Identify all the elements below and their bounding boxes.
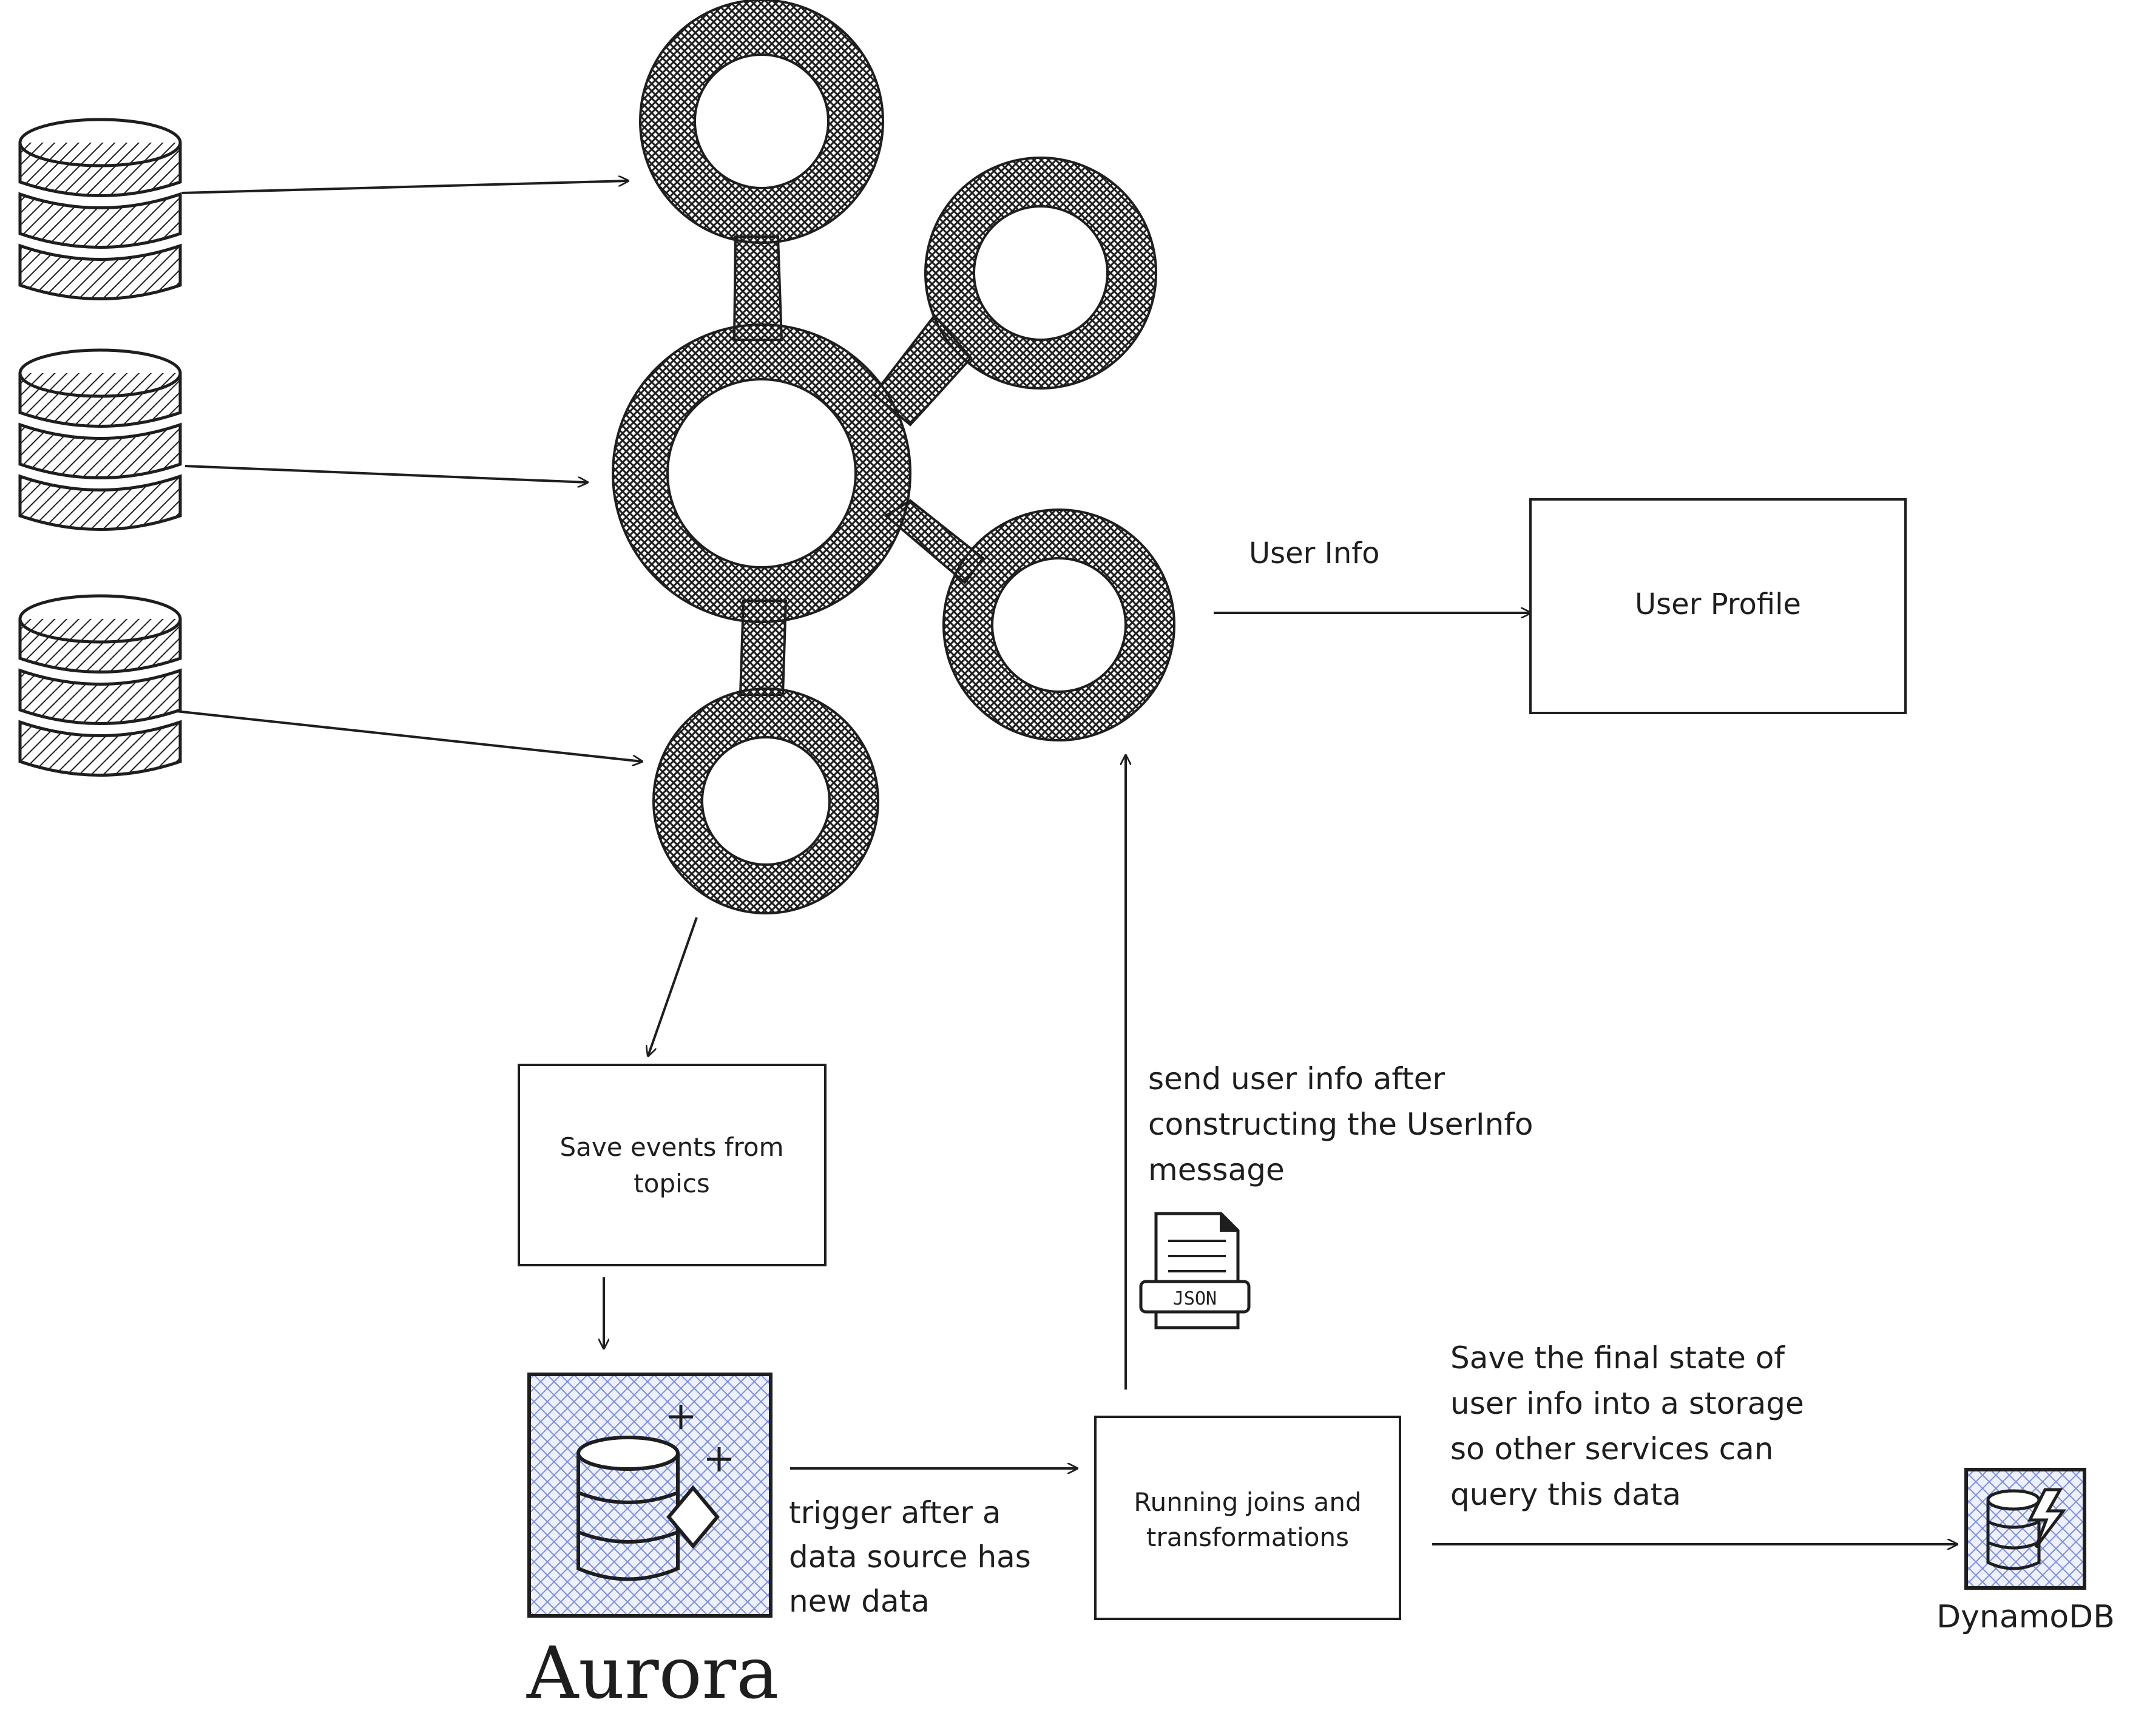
database-icon — [18, 118, 182, 300]
edge-label-send-user-info-line2: constructing the UserInfo — [1148, 1107, 1533, 1142]
save-events-label-line1: Save events from — [560, 1132, 783, 1162]
dynamodb-icon — [1964, 1468, 2086, 1590]
user-profile-node: User Profile — [1529, 498, 1907, 714]
edge-label-trigger-line3: new data — [789, 1584, 930, 1619]
arrow-source1-to-cluster — [181, 181, 628, 194]
running-joins-label-line1: Running joins and — [1134, 1487, 1361, 1517]
user-profile-label: User Profile — [1635, 587, 1801, 621]
save-events-node: Save events from topics — [518, 1064, 827, 1266]
running-joins-label-line2: transformations — [1146, 1522, 1349, 1552]
aurora-label: Aurora — [526, 1631, 779, 1715]
dynamodb-label: DynamoDB — [1936, 1599, 2115, 1635]
json-document-icon: JSON — [1139, 1212, 1251, 1329]
aurora-db-icon — [527, 1373, 773, 1618]
arrow-source2-to-cluster — [184, 465, 587, 482]
database-icon — [18, 348, 182, 531]
edge-label-trigger-line1: trigger after a — [789, 1495, 1001, 1530]
save-events-label-line2: topics — [634, 1169, 709, 1198]
edge-label-trigger-line2: data source has — [789, 1539, 1031, 1575]
edge-label-save-final-line3: so other services can — [1450, 1431, 1774, 1467]
edge-label-save-final-line4: query this data — [1450, 1477, 1681, 1512]
edge-label-save-final-line1: Save the final state of — [1450, 1340, 1785, 1376]
arrow-cluster-to-save-events — [648, 917, 698, 1056]
kafka-cluster-icon — [612, 0, 1175, 914]
edge-label-user-info: User Info — [1249, 536, 1380, 570]
json-tag-label: JSON — [1173, 1288, 1217, 1309]
arrow-source3-to-cluster — [175, 710, 642, 762]
database-icon — [18, 594, 182, 777]
edge-label-send-user-info-line3: message — [1148, 1152, 1285, 1187]
edge-label-save-final-line2: user info into a storage — [1450, 1386, 1804, 1421]
edge-label-send-user-info-line1: send user info after — [1148, 1061, 1445, 1096]
running-joins-node: Running joins and transformations — [1094, 1416, 1401, 1620]
